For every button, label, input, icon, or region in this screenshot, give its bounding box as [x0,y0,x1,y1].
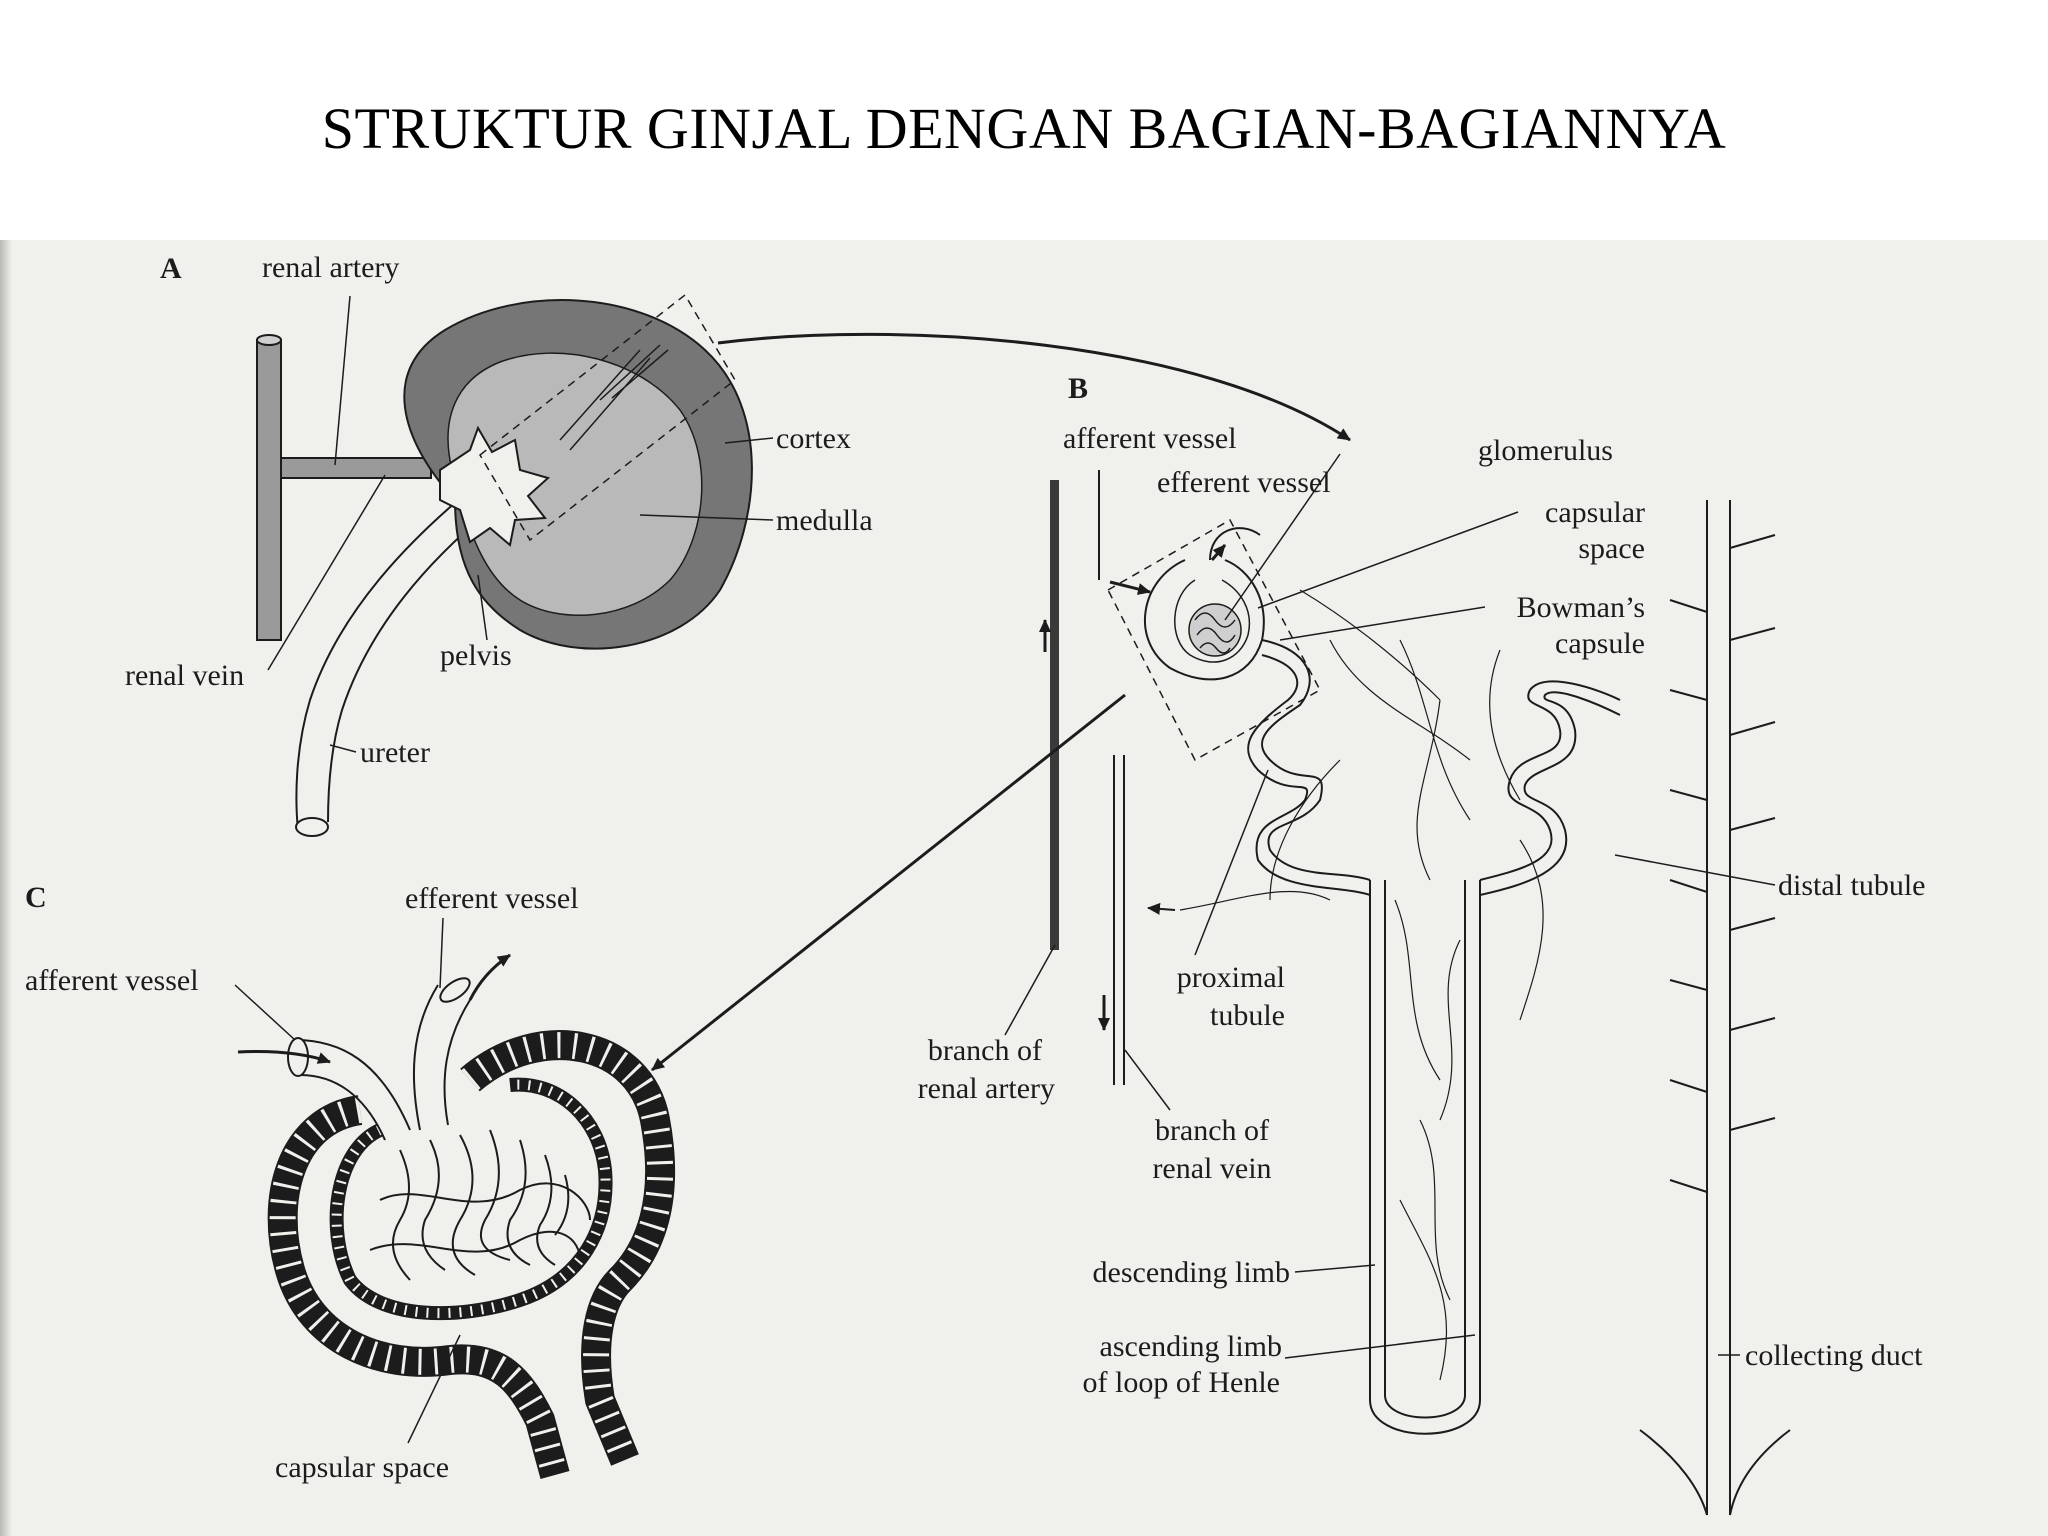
capsule-wall-left-outline [267,1095,570,1479]
renal-vein-tube [256,339,282,641]
label-glomerulus: glomerulus [1478,434,1613,467]
glomerulus-tuft [1188,603,1242,657]
kidney-inset-box [479,293,736,542]
label-capsular-space-line2: space [1578,532,1645,565]
henle-loop-outer [1369,880,1481,1435]
label-proximal-tubule-line1: proximal [1177,961,1285,994]
panel-a-letter: A [160,252,182,285]
leader-proximal-tubule [1194,769,1269,956]
leader-afferent-vessel-c [234,984,296,1041]
leader-efferent-vessel-c [439,917,444,989]
efferent-flow-arrow-c [468,953,511,1001]
glomerular-capillaries [392,1129,570,1281]
label-medulla: medulla [776,504,873,537]
label-branch-vein-line1: branch of [1155,1114,1269,1147]
bowmans-capsule-outer [1144,559,1265,681]
label-descending-limb: descending limb [1093,1256,1290,1289]
label-branch-vein-line2: renal vein [1152,1152,1271,1185]
leader-descending-limb [1294,1264,1376,1273]
label-renal-artery: renal artery [262,251,399,284]
distal-tubule-outer [1479,680,1621,881]
label-ureter: ureter [360,736,430,769]
panel-b: B [918,372,1925,1516]
glomerulus-capillaries [1194,612,1236,654]
henle-loop-inner [1384,880,1466,1419]
leader-renal-artery [334,295,351,466]
label-cortex: cortex [776,422,851,455]
afferent-flow-arrow [1109,580,1151,595]
ureter-right-wall [327,509,491,823]
arrow-b-to-c [651,693,1126,1072]
collecting-duct-base [1639,1429,1791,1516]
renal-vein-opening [256,334,282,346]
capsule-wall-right-cells [461,1032,674,1465]
leader-distal-tubule [1614,854,1776,886]
label-renal-vein: renal vein [125,659,244,692]
label-efferent-vessel-b: efferent vessel [1157,466,1331,499]
leader-branch-vein [1124,1049,1171,1111]
label-capsular-space-c: capsular space [275,1451,449,1484]
label-bowmans-capsule-line2: capsule [1555,627,1645,660]
efferent-vessel-loop [1209,527,1261,561]
vein-inflow-arrow [1147,902,1176,915]
label-pelvis: pelvis [440,639,512,672]
label-capsular-space-line1: capsular [1545,496,1645,529]
afferent-tube-top [294,1039,411,1131]
label-distal-tubule: distal tubule [1778,869,1925,902]
panel-b-letter: B [1068,372,1088,405]
ureter-left-wall [295,489,471,831]
glomerular-capillaries-cross [369,1182,591,1261]
leader-renal-vein [267,474,386,671]
artery-branch-thick [1050,480,1059,950]
label-ascending-limb-line2: of loop of Henle [1083,1366,1280,1399]
distal-tubule-inner [1479,691,1621,896]
panel-c: C efferent vessel afferent vessel capsul… [25,881,676,1484]
scan-edge-shadow [0,240,12,1536]
leader-capsular-space [1257,511,1519,609]
efferent-tube-opening [439,977,471,1003]
kidney-medulla [447,352,703,616]
arrow-a-to-b [717,332,1351,442]
label-branch-artery-line2: renal artery [918,1072,1055,1105]
collecting-duct-right-branches [1729,534,1776,1131]
afferent-flow-arrow-c [237,1050,331,1064]
leader-medulla [639,514,774,521]
leader-ureter [329,744,357,753]
proximal-tubule-inner [1247,654,1371,896]
peritubular-capillaries [1179,589,1544,1381]
renal-vessel-horizontal [280,457,432,479]
bowmans-capsule-inner [1174,579,1251,663]
label-bowmans-capsule-line1: Bowman’s [1517,591,1645,624]
label-collecting-duct: collecting duct [1745,1339,1923,1372]
renal-pelvis [439,425,551,547]
leader-capsular-space-c [407,1334,461,1444]
efferent-flow-arrow [1210,544,1227,561]
proximal-tubule-outer [1260,639,1371,881]
panel-c-letter: C [25,881,47,914]
label-proximal-tubule-line2: tubule [1210,999,1285,1032]
label-ascending-limb-line1: ascending limb [1100,1330,1282,1363]
label-branch-artery-line1: branch of [928,1034,1042,1067]
page-title: STRUKTUR GINJAL DENGAN BAGIAN-BAGIANNYA [321,96,1727,161]
visceral-layer-cells [331,1079,611,1319]
leader-cortex [724,437,774,444]
kidney-nephron-lines [559,344,669,451]
leader-glomerulus [1224,453,1341,621]
afferent-tube-bottom [299,1074,386,1141]
label-afferent-vessel-c: afferent vessel [25,964,199,997]
leader-branch-artery [1004,944,1056,1036]
collecting-duct-left-branches [1669,599,1708,1193]
label-afferent-vessel-b: afferent vessel [1063,422,1237,455]
ureter-opening [295,817,329,837]
glomerulus-inset-box [1107,518,1322,762]
leader-bowmans-capsule [1279,606,1486,641]
efferent-tube-left [412,984,439,1131]
panel-a: A renal artery cortex medulla pelvis ren… [125,251,873,837]
efferent-tube-right [443,999,471,1126]
leader-pelvis [477,574,488,641]
leader-ascending-limb [1284,1334,1476,1359]
label-efferent-vessel-c: efferent vessel [405,882,579,915]
